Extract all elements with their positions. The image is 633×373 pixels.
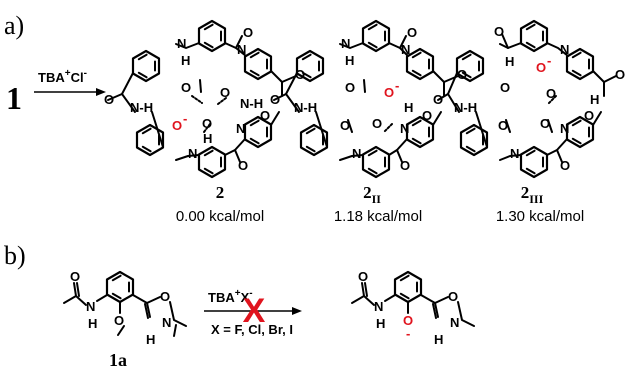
- atom-o: O: [160, 289, 170, 304]
- atom-o: O: [260, 108, 270, 123]
- aromatic-ring: [197, 19, 227, 53]
- atom-n: N: [400, 121, 409, 136]
- atom-o: O: [104, 92, 114, 107]
- atom-o: O: [457, 67, 467, 82]
- atom-h: H: [505, 54, 514, 69]
- atom-n: N: [450, 315, 459, 330]
- atom-nh: N-H: [294, 100, 317, 115]
- atom-h: H: [404, 100, 413, 115]
- atom-n: N: [177, 36, 186, 51]
- compound-1a-structure: [63, 270, 187, 337]
- atom-o: O: [546, 86, 556, 101]
- anion-oxygen: O: [172, 118, 182, 133]
- atom-o: O: [615, 67, 625, 82]
- atom-n: N: [341, 36, 350, 51]
- atom-o: O: [372, 116, 382, 131]
- svg-text:2: 2: [216, 183, 225, 202]
- atom-o: O: [114, 313, 124, 328]
- atom-o: O: [540, 116, 550, 131]
- atom-n: N: [560, 121, 569, 136]
- no-reaction-cross: X: [243, 292, 266, 330]
- aromatic-ring: [135, 123, 165, 157]
- atom-h: H: [146, 332, 155, 347]
- atom-o: O: [433, 92, 443, 107]
- energy-2: 0.00 kcal/mol: [176, 208, 264, 225]
- anion-minus: -: [406, 326, 410, 341]
- macrocycle-2II-structure: [273, 19, 459, 179]
- svg-text:2II: 2II: [363, 183, 381, 206]
- reactant-label: 1: [6, 80, 22, 116]
- compound-label-2: 2: [216, 183, 225, 202]
- anion-minus: -: [547, 53, 551, 68]
- macrocycle-2-structure: [107, 19, 297, 179]
- atom-o: O: [498, 118, 508, 133]
- atom-nh: N-H: [454, 100, 477, 115]
- atom-n: N: [162, 315, 171, 330]
- atom-o: O: [70, 269, 80, 284]
- atom-h: H: [376, 316, 385, 331]
- atom-n: N: [86, 299, 95, 314]
- atom-o: O: [422, 108, 432, 123]
- atom-o: O: [358, 269, 368, 284]
- compound-label-2III: 2III: [521, 183, 544, 206]
- reagent-label-b: TBA+X-: [208, 288, 253, 305]
- svg-text:2III: 2III: [521, 183, 544, 206]
- reaction-condition: X = F, Cl, Br, I: [211, 322, 293, 337]
- atom-h: H: [181, 53, 190, 68]
- energy-2III: 1.30 kcal/mol: [496, 208, 584, 225]
- reaction-arrow-b: [204, 307, 302, 315]
- panel-a-label: a): [4, 11, 24, 40]
- atom-n: N: [510, 146, 519, 161]
- atom-h: H: [590, 92, 599, 107]
- atom-o: O: [407, 25, 417, 40]
- anion-oxygen: O: [403, 313, 413, 328]
- atom-o: O: [220, 85, 230, 100]
- atom-n: N: [560, 42, 569, 57]
- reagent-label-a: TBA+Cl-: [38, 68, 87, 85]
- atom-o: O: [243, 25, 253, 40]
- aromatic-ring: [131, 49, 161, 83]
- product-structure: [351, 270, 475, 327]
- atom-nh: N-H: [130, 100, 153, 115]
- anion-oxygen: O: [384, 85, 394, 100]
- anion-minus: -: [395, 78, 399, 93]
- svg-text:TBA+Cl-: TBA+Cl-: [38, 68, 87, 85]
- atom-o: O: [270, 92, 280, 107]
- atom-nh: N-H: [240, 96, 263, 111]
- reaction-arrow-a: [34, 88, 106, 96]
- atom-h: H: [345, 53, 354, 68]
- atom-h: H: [88, 316, 97, 331]
- aromatic-ring: [197, 145, 227, 179]
- atom-n: N: [374, 299, 383, 314]
- atom-o: O: [340, 118, 350, 133]
- svg-text:TBA+X-: TBA+X-: [208, 288, 253, 305]
- atom-o: O: [400, 158, 410, 173]
- atom-n: N: [236, 121, 245, 136]
- anion-minus: -: [183, 111, 187, 126]
- aromatic-ring: [243, 47, 273, 81]
- panel-b-label: b): [4, 241, 26, 270]
- atom-o: O: [238, 158, 248, 173]
- compound-label-2II: 2II: [363, 183, 381, 206]
- atom-h: H: [203, 131, 212, 146]
- atom-n: N: [352, 146, 361, 161]
- atom-o: O: [345, 80, 355, 95]
- atom-o: O: [494, 24, 504, 39]
- anion-oxygen: O: [536, 60, 546, 75]
- atom-n: N: [401, 42, 410, 57]
- atom-n: N: [188, 146, 197, 161]
- atom-o: O: [202, 116, 212, 131]
- atom-o: O: [500, 80, 510, 95]
- svg-text:X: X: [243, 292, 266, 330]
- atom-o: O: [560, 158, 570, 173]
- macrocycle-2III-structure: [437, 19, 617, 179]
- atom-o: O: [181, 80, 191, 95]
- atom-o: O: [584, 108, 594, 123]
- compound-label-1a: 1a: [109, 350, 127, 370]
- atom-o: O: [448, 289, 458, 304]
- atom-n: N: [237, 42, 246, 57]
- atom-h: H: [434, 332, 443, 347]
- energy-2II: 1.18 kcal/mol: [334, 208, 422, 225]
